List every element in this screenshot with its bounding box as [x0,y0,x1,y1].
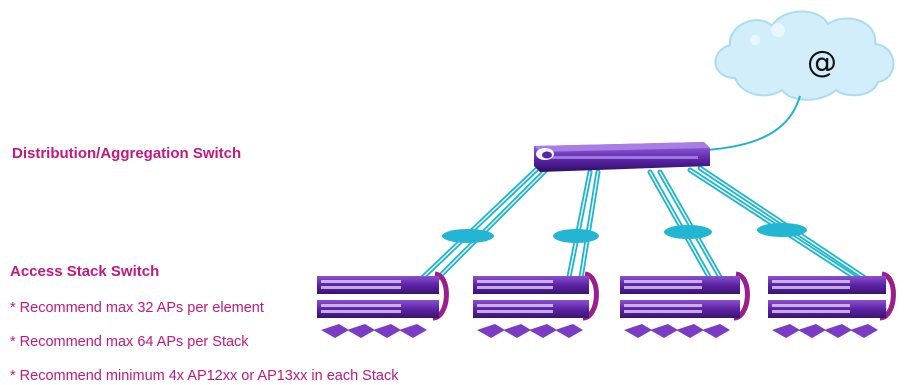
stack-element [473,276,589,294]
link-stack-1b [429,167,549,287]
access-point-icons [772,324,878,338]
link-stack-1 [415,165,541,285]
stack-element [768,300,886,318]
lag-ellipse-4 [757,223,807,237]
uplink-links [415,165,877,287]
stack-element [620,300,740,318]
lag-ellipse-1 [442,229,494,243]
internet-cloud-icon: @ [714,10,895,101]
stack-element [620,276,740,294]
link-stack-2 [565,169,593,285]
distribution-switch-icon [534,142,710,172]
lag-ellipse-3 [664,225,712,239]
distribution-switch-label: Distribution/Aggregation Switch [12,145,242,162]
access-stack-switch [317,271,449,338]
access-stack-switch [473,271,599,338]
lag-ellipses [442,223,807,243]
stack-element [317,300,439,318]
internet-uplink [705,95,801,151]
stack-element [473,300,589,318]
recommendation-note: * Recommend max 32 APs per element [10,300,264,316]
access-stack-switch-label: Access Stack Switch [10,263,160,280]
access-point-icons [477,324,583,338]
access-stack-switch [768,271,896,338]
access-point-icons [321,324,427,338]
recommendation-note: * Recommend minimum 4x AP12xx or AP13xx … [10,368,399,384]
access-stack-switch [620,271,750,338]
stack-element [317,276,439,294]
recommendation-note: * Recommend max 64 APs per Stack [10,334,249,350]
at-symbol: @ [807,45,837,80]
link-stack-2b [577,169,601,287]
lag-ellipse-2 [553,229,599,243]
access-point-icons [624,324,730,338]
stack-element [768,276,886,294]
